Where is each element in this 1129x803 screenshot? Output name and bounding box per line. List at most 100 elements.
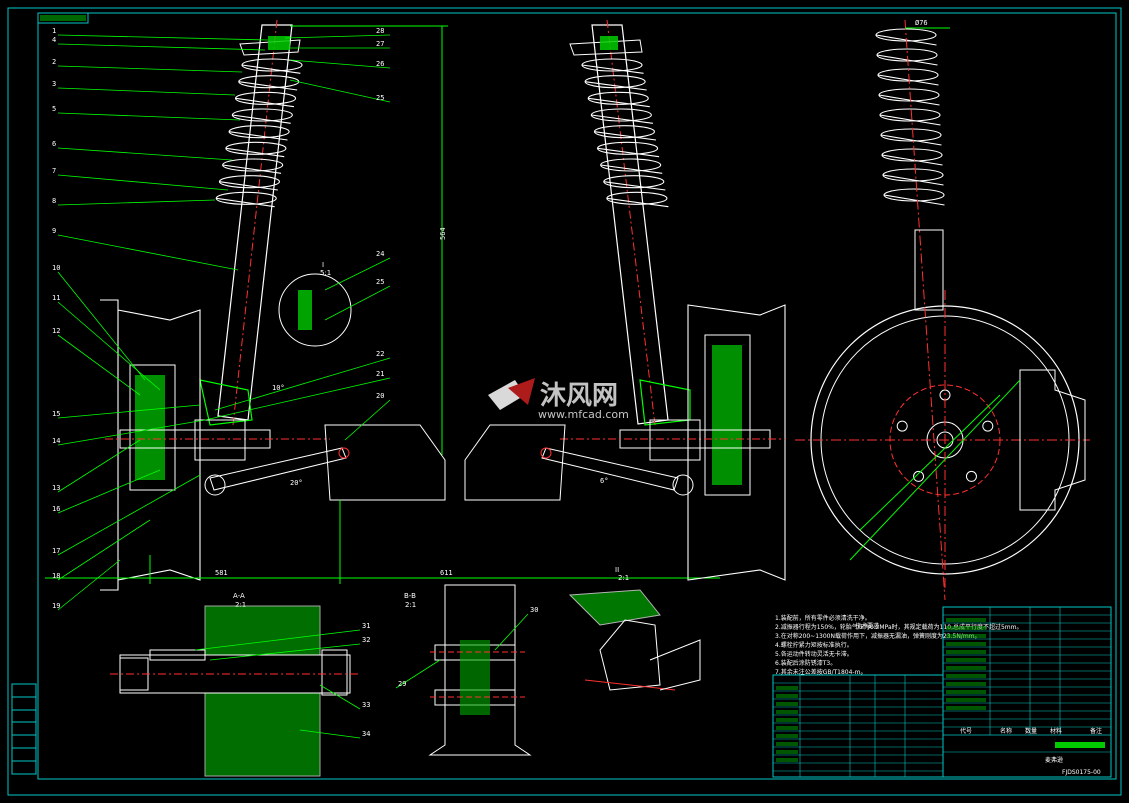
side-view: Ø76 <box>795 19 1090 601</box>
left-top-hatch <box>268 36 290 50</box>
right-strut-assembly <box>464 19 786 581</box>
balloon-4: 4 <box>52 36 56 44</box>
leader-line <box>57 147 233 161</box>
detail-ii-label: II <box>615 566 619 574</box>
right-bracket <box>639 379 691 426</box>
detail-i-circle <box>278 273 352 347</box>
note-line: 2.减振器行程为150%，轮胎气压为0.2MPa时，其规定载荷为110,总成平行… <box>775 623 1023 631</box>
spring-coil-line <box>219 181 278 191</box>
title-header: 材料 <box>1050 727 1062 735</box>
balloon-21: 21 <box>376 370 384 378</box>
lug-nut <box>913 470 925 482</box>
dim-top-right: Ø76 <box>915 19 928 27</box>
spring-coil-line <box>879 114 941 126</box>
title-header: 名称 <box>1000 727 1012 735</box>
spring-coil <box>877 68 939 82</box>
note-line: 7.其余未注公差按GB/T1804-m。 <box>775 668 866 676</box>
leader-line <box>214 357 391 411</box>
detail-ii-line <box>584 679 676 691</box>
title-block-bar <box>1055 742 1105 748</box>
width-dimension <box>45 500 720 584</box>
side-coil-spring <box>875 28 945 206</box>
dim-width-left: 581 <box>215 569 228 577</box>
title-name: 麦弗逊 <box>1045 756 1063 764</box>
right-ball-joint <box>672 474 694 496</box>
lug-nut <box>965 470 977 482</box>
leader-line <box>57 65 243 73</box>
spring-coil-line <box>229 131 288 141</box>
spring-coil-line <box>222 164 282 174</box>
spring-coil <box>880 128 942 142</box>
balloon-9: 9 <box>52 227 56 235</box>
spring-coil <box>235 91 297 105</box>
balloon-11: 11 <box>52 294 60 302</box>
leader-line <box>57 174 229 191</box>
right-strut-tube <box>591 24 669 425</box>
spring-coil <box>876 48 938 62</box>
notes-title: 技术要求 <box>855 622 879 630</box>
leader-line <box>57 87 236 96</box>
spring-coil-line <box>588 97 650 108</box>
balloon-3: 3 <box>52 80 56 88</box>
balloon-31: 31 <box>362 622 370 630</box>
balloon-18: 18 <box>52 572 60 580</box>
dim-angle-3: 6° <box>600 477 608 485</box>
left-bracket <box>199 379 253 426</box>
leader-line <box>204 377 391 421</box>
left-coil-spring <box>215 58 303 208</box>
dim-angle-2: 20° <box>290 479 303 487</box>
balloon-10: 10 <box>52 264 60 272</box>
balloon-32: 32 <box>362 636 370 644</box>
balloon-24: 24 <box>376 250 384 258</box>
right-coil-spring <box>581 58 669 208</box>
spring-coil-line <box>225 147 285 158</box>
detail-i-label: I <box>322 261 324 269</box>
title-drawing-no: FJDS0175-00 <box>1062 769 1101 776</box>
left-cv-joint <box>194 419 246 461</box>
left-ball-joint <box>204 474 226 496</box>
balloon-26: 26 <box>376 60 384 68</box>
detail-ii-joint <box>599 619 661 691</box>
spring-coil-line <box>883 194 945 206</box>
spring-coil-line <box>876 54 938 66</box>
corner-tag-fill <box>40 15 86 21</box>
leader-line <box>57 234 239 271</box>
spring-coil-line <box>235 97 295 108</box>
height-dimension <box>290 25 448 455</box>
section-aa: A-A 2:1 <box>110 592 360 777</box>
title-header: 代号 <box>960 727 972 735</box>
left-strut-assembly <box>100 19 446 591</box>
outer-frame <box>7 7 1122 796</box>
spring-coil-line <box>232 114 291 124</box>
leader-line <box>299 729 361 739</box>
leader-line <box>57 419 206 446</box>
spring-coil-line <box>591 114 653 124</box>
title-header: 备注 <box>1090 727 1102 735</box>
note-line: 1.装配前，所有零件必须清洗干净。 <box>775 614 871 622</box>
leader-line <box>209 643 361 661</box>
balloon-33: 33 <box>362 701 370 709</box>
spring-coil-line <box>585 81 647 91</box>
spring-coil-line <box>878 94 940 106</box>
title-block: 代号名称数量材料备注 麦弗逊 FJDS0175-00 <box>960 727 1105 776</box>
section-bb-body <box>428 584 532 756</box>
leader-line <box>395 659 441 689</box>
balloon-5: 5 <box>52 105 56 113</box>
section-aa-nut <box>321 649 348 696</box>
leader-line <box>57 404 201 419</box>
section-bb: B-B 2:1 <box>404 584 532 756</box>
balloon-34: 34 <box>362 730 370 738</box>
spring-coil-line <box>581 64 644 74</box>
balloon-25: 25 <box>376 94 384 102</box>
left-lower-arm <box>209 447 347 491</box>
right-wheel-rim <box>687 304 786 581</box>
spring-coil-line <box>606 197 669 208</box>
leader-line <box>324 257 391 291</box>
balloon-17: 17 <box>52 547 60 555</box>
spring-coil-line <box>594 131 657 141</box>
side-strut-centerline <box>904 19 946 601</box>
